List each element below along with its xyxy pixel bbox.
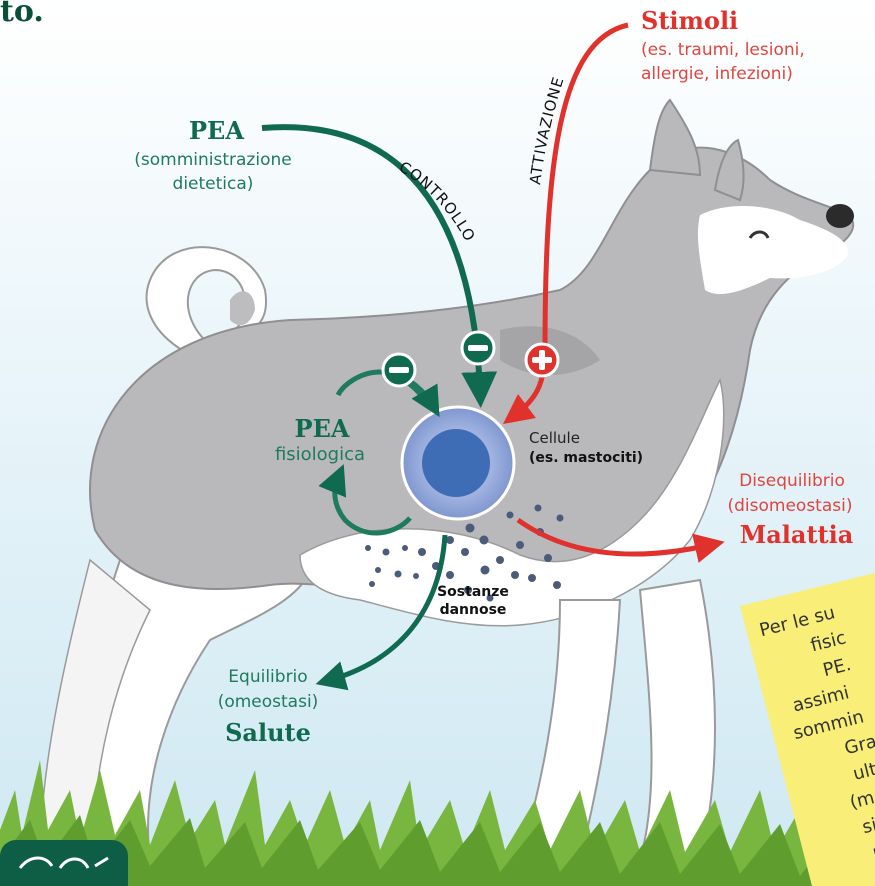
stimuli-line2: allergie, infezioni) xyxy=(641,64,793,84)
health-title: Salute xyxy=(193,718,343,747)
cell-nucleus xyxy=(422,429,490,497)
disease-line1: Disequilibrio xyxy=(712,471,872,491)
cells-line1: Cellule xyxy=(529,429,580,447)
harmful-line2: dannose xyxy=(430,602,516,618)
heading-fragment: to. xyxy=(0,0,44,29)
pea-physiological-subtitle: fisiologica xyxy=(250,444,390,465)
health-line2: (omeostasi) xyxy=(193,692,343,712)
pea-dietary-line1: (somministrazione xyxy=(118,150,308,170)
stimuli-title: Stimoli xyxy=(641,6,738,35)
pea-dietary-line2: dietetica) xyxy=(118,174,308,194)
plus-circle-icon xyxy=(526,344,558,376)
pea-dietary-title: PEA xyxy=(189,116,244,145)
harmful-line1: Sostanze xyxy=(430,584,516,600)
sticky-note-text: Per le su fisic PE. assimi sommin Gra ul… xyxy=(746,600,875,886)
dog-nose xyxy=(826,204,854,228)
minus-circle-icon xyxy=(462,332,494,364)
stimuli-line1: (es. traumi, lesioni, xyxy=(641,40,805,60)
disease-line2: (disomeostasi) xyxy=(706,496,874,516)
disease-title: Malattia xyxy=(724,520,869,549)
minus-circle-icon xyxy=(383,354,415,386)
health-line1: Equilibrio xyxy=(193,667,343,687)
cells-line2: (es. mastociti) xyxy=(529,450,643,466)
pea-physiological-title: PEA xyxy=(262,414,382,443)
